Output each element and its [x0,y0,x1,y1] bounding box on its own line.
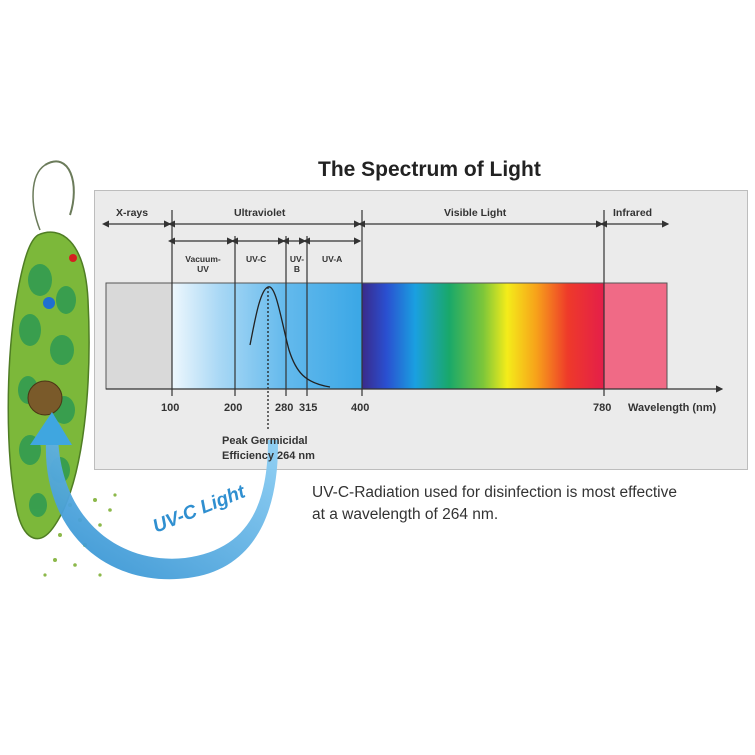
tick-200: 200 [224,402,243,414]
infrared-band [603,282,668,390]
peak-note-line2: Efficiency 264 nm [222,450,315,462]
label-infrared: Infrared [613,207,653,219]
label-uvc: UV-C [246,254,267,264]
uv-band [171,282,363,390]
label-uvb-line2: B [293,264,301,274]
uvc-arrow [45,435,279,580]
caption-line1: UV-C-Radiation used for disinfection is … [312,484,677,501]
tick-100: 100 [161,402,180,414]
peak-note-line1: Peak Germicidal [222,435,308,447]
visible-band [361,282,605,390]
label-vacuum-uv-line1: Vacuum- [185,254,221,264]
label-ultraviolet: Ultraviolet [234,207,286,219]
xray-band [105,282,173,390]
label-vacuum-uv: Vacuum- UV [178,254,228,274]
diagram-title: The Spectrum of Light [318,158,541,181]
label-uva: UV-A [322,254,343,264]
uvc-arrow-head [30,412,72,445]
tick-315: 315 [299,402,318,414]
tick-400: 400 [351,402,370,414]
label-xrays: X-rays [116,207,149,219]
caption: UV-C-Radiation used for disinfection is … [312,482,752,526]
peak-germicidal-note: Peak Germicidal Efficiency 264 nm [222,434,315,464]
caption-line2: at a wavelength of 264 nm. [312,506,499,523]
tick-280: 280 [275,402,294,414]
germicidal-curve [249,286,331,388]
label-visible-light: Visible Light [444,207,507,219]
axis-label-wavelength: Wavelength (nm) [628,402,717,414]
label-uvb-line1: UV- [289,254,305,264]
label-uvb: UV- B [287,254,307,274]
label-vacuum-uv-line2: UV [197,264,209,274]
tick-780: 780 [593,402,612,414]
